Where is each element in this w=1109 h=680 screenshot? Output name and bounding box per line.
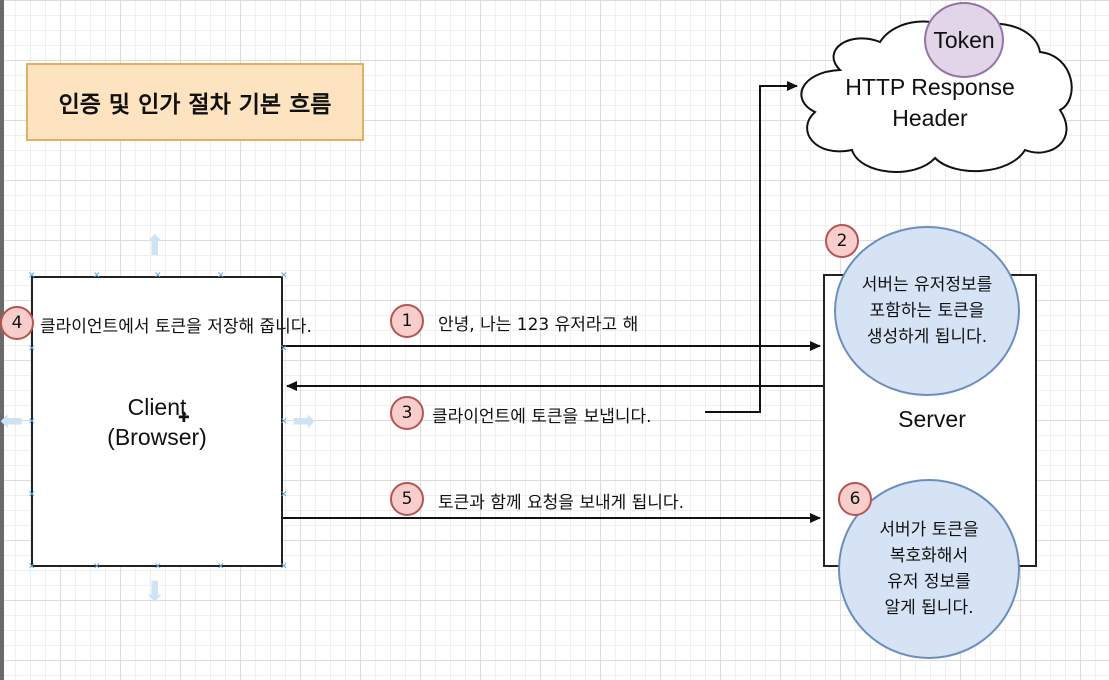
step-4-text: 클라이언트에서 토큰을 저장해 줍니다.: [40, 317, 312, 337]
selection-handle[interactable]: ✕: [280, 271, 288, 281]
selection-handle[interactable]: ✕: [217, 562, 225, 572]
arrow-to-cloud: [705, 81, 798, 413]
cloud-label-line1: HTTP Response: [845, 74, 1015, 100]
step-1-text: 안녕, 나는 123 유저라고 해: [438, 315, 639, 335]
selection-handle[interactable]: ✕: [93, 271, 101, 281]
guide-arrow-down-icon: ⬇: [143, 575, 167, 608]
guide-arrow-up-icon: ⬆: [143, 229, 167, 262]
selection-handle[interactable]: ✕: [280, 562, 288, 572]
http-response-cloud: [800, 20, 1073, 173]
step-6-badge: 6: [838, 482, 872, 516]
selection-handle[interactable]: ✕: [28, 562, 36, 572]
token-circle: Token: [924, 2, 1004, 78]
guide-arrow-right-icon: ➡: [292, 404, 316, 437]
selection-handle[interactable]: ✕: [280, 490, 288, 500]
step-4-badge: 4: [0, 306, 34, 340]
move-cursor-icon: ✚: [178, 410, 190, 426]
client-box[interactable]: [31, 276, 283, 567]
selection-handle[interactable]: ✕: [28, 271, 36, 281]
selection-handle[interactable]: ✕: [217, 271, 225, 281]
selection-handle[interactable]: ✕: [28, 490, 36, 500]
panel-edge: [0, 0, 4, 680]
step-3-text: 클라이언트에 토큰을 보냅니다.: [432, 407, 652, 427]
client-label: Client (Browser): [31, 392, 283, 452]
step-1-badge: 1: [390, 304, 424, 338]
selection-handle[interactable]: ✕: [28, 344, 36, 354]
cloud-label: HTTP Response Header: [800, 72, 1060, 134]
step-3-badge: 3: [390, 396, 424, 430]
client-label-line1: Client: [127, 394, 187, 420]
step-2-bubble: 서버는 유저정보를 포함하는 토큰을 생성하게 됩니다.: [834, 226, 1020, 396]
selection-handle[interactable]: ✕: [280, 417, 288, 427]
step-5-badge: 5: [390, 482, 424, 516]
selection-handle[interactable]: ✕: [154, 562, 162, 572]
diagram-title: 인증 및 인가 절차 기본 흐름: [26, 63, 364, 141]
server-label: Server: [898, 406, 966, 432]
selection-handle[interactable]: ✕: [28, 417, 36, 427]
client-label-line2: (Browser): [107, 424, 207, 450]
selection-handle[interactable]: ✕: [93, 562, 101, 572]
selection-handle[interactable]: ✕: [154, 271, 162, 281]
cloud-label-line2: Header: [892, 105, 968, 131]
step-2-badge: 2: [825, 224, 859, 258]
step-5-text: 토큰과 함께 요청을 보내게 됩니다.: [438, 493, 684, 513]
selection-handle[interactable]: ✕: [280, 344, 288, 354]
step-6-bubble: 서버가 토큰을 복호화해서 유저 정보를 알게 됩니다.: [838, 479, 1020, 659]
guide-arrow-left-icon: ⬅: [0, 404, 24, 437]
